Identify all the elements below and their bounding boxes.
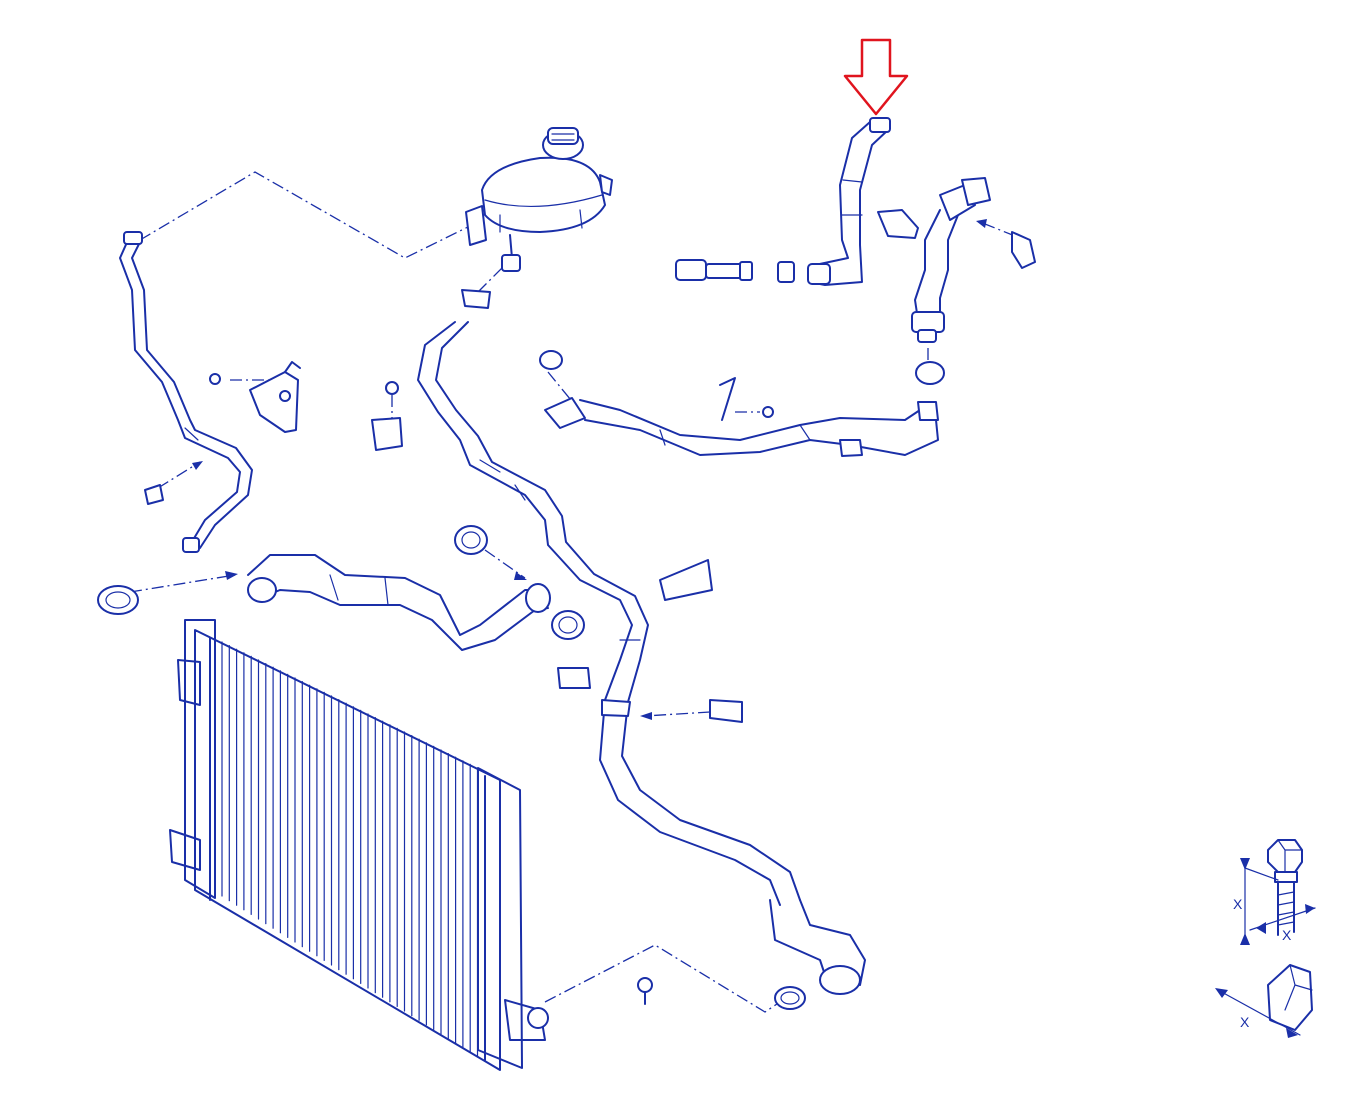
bolt-dimension-label-a: X xyxy=(1233,896,1243,912)
clip-dimension-label: X xyxy=(1240,1014,1250,1030)
heater-return-hose xyxy=(544,377,939,457)
hose-clamps xyxy=(97,350,945,723)
highlight-arrow xyxy=(843,38,909,116)
heater-hose-right xyxy=(877,177,1036,343)
bolt-dimension-label-b: X xyxy=(1282,927,1292,943)
legend-clip-dimension: X xyxy=(1215,964,1313,1038)
heater-hose-highlighted xyxy=(807,117,891,286)
mounting-bracket-left xyxy=(209,361,301,433)
leader-lines xyxy=(129,171,1016,1013)
legend-bolt-dimension: X X xyxy=(1233,839,1316,945)
radiator-fins xyxy=(221,641,479,1058)
bypass-pipe-left xyxy=(119,231,253,553)
clip-small-left xyxy=(144,484,164,505)
expansion-tank xyxy=(465,127,613,272)
radiator xyxy=(169,619,549,1071)
leader-arrowheads xyxy=(192,219,987,720)
mounting-bracket-center xyxy=(371,381,403,451)
main-coolant-hose xyxy=(417,289,801,906)
lower-radiator-hose xyxy=(637,899,866,1010)
temperature-sensor xyxy=(675,259,795,283)
upper-radiator-hose xyxy=(247,554,551,651)
